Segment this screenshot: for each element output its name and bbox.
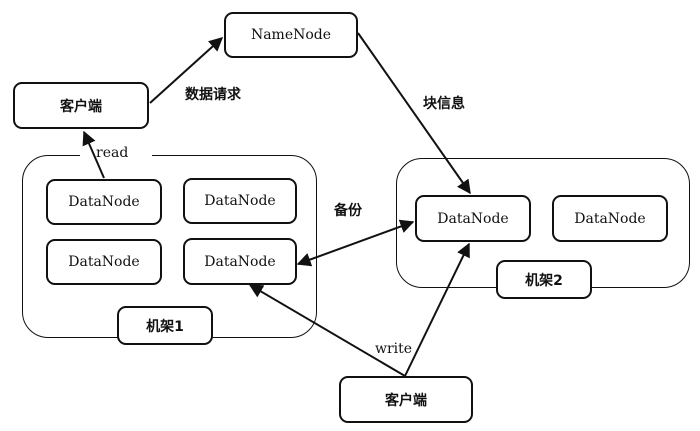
rack1-read-label-gap: [80, 153, 152, 159]
namenode-box: NameNode: [224, 12, 358, 58]
rack1-datanode-3: DataNode: [46, 239, 162, 285]
rack2-datanode-1: DataNode: [415, 195, 531, 242]
edge-label-data-request: 数据请求: [185, 87, 241, 103]
edge-label-block-info: 块信息: [423, 96, 465, 112]
rack1-datanode-4: DataNode: [183, 238, 297, 285]
namenode-label: NameNode: [250, 27, 332, 43]
rack2-datanode-2: DataNode: [552, 195, 668, 242]
edge-label-backup: 备份: [334, 203, 362, 219]
arrow-data-request: [149, 37, 224, 104]
datanode-label: DataNode: [204, 253, 276, 270]
arrow-read: [82, 130, 105, 179]
client-top-label: 客户端: [60, 98, 102, 115]
rack1-label-box: 机架1: [117, 306, 213, 345]
rack1-datanode-2: DataNode: [183, 178, 297, 224]
datanode-label: DataNode: [68, 194, 140, 210]
arrow-write-rack2: [404, 242, 470, 377]
rack1-label: 机架1: [146, 318, 184, 335]
datanode-label: DataNode: [437, 210, 509, 227]
datanode-label: DataNode: [204, 193, 276, 209]
datanode-label: DataNode: [68, 254, 140, 270]
client-bottom-box: 客户端: [339, 376, 473, 423]
client-bottom-label: 客户端: [385, 392, 427, 409]
rack2-label: 机架2: [525, 272, 563, 289]
rack1-datanode-1: DataNode: [46, 179, 162, 225]
arrow-block-info: [357, 32, 471, 195]
datanode-label: DataNode: [574, 210, 646, 227]
arrow-backup: [296, 219, 415, 267]
rack2-label-box: 机架2: [496, 260, 592, 299]
edge-label-write: write: [375, 341, 413, 357]
edge-label-read: read: [96, 145, 129, 161]
client-top-box: 客户端: [13, 82, 149, 129]
arrow-write-rack1: [248, 284, 406, 377]
